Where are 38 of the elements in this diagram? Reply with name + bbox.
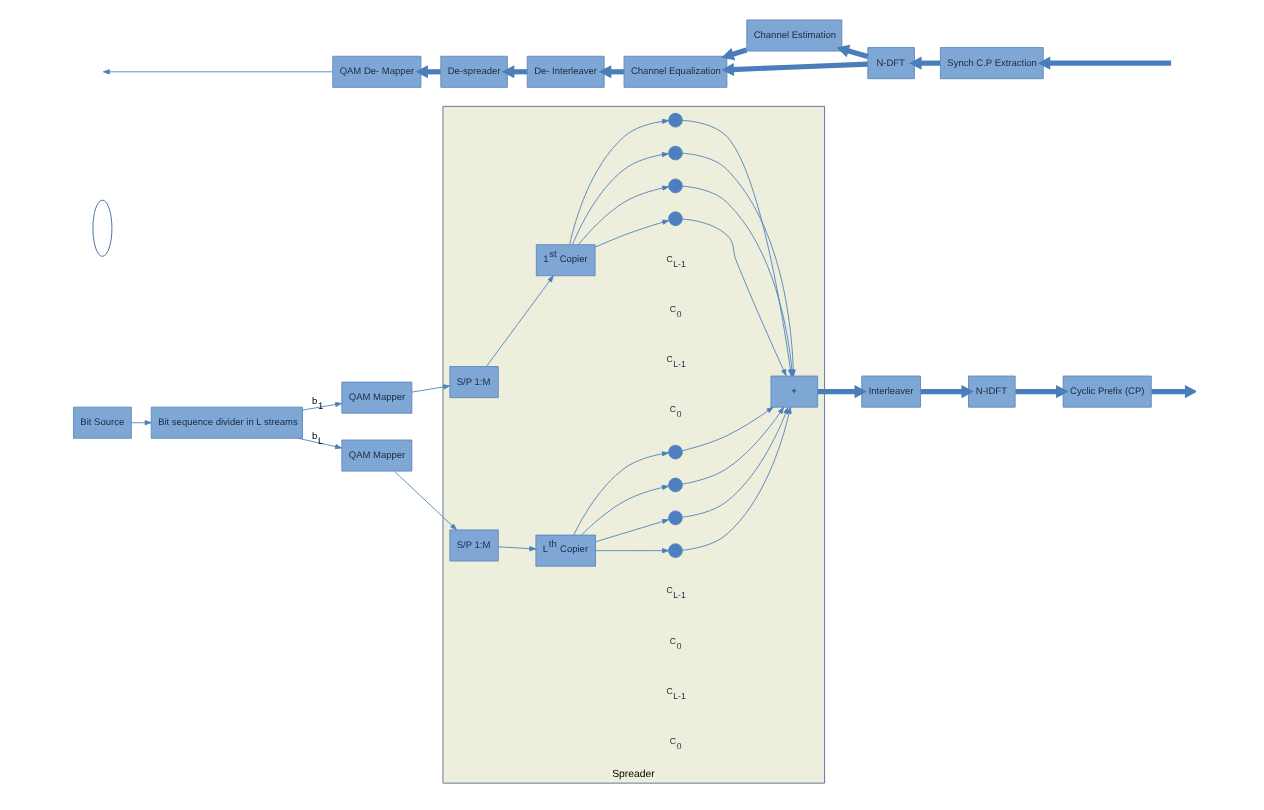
arrow bbox=[681, 407, 784, 485]
node-circle bbox=[667, 543, 682, 558]
arrow bbox=[296, 437, 341, 450]
arrow bbox=[681, 218, 786, 377]
arrow bbox=[908, 56, 940, 70]
arrow bbox=[496, 546, 536, 552]
arrow bbox=[130, 420, 151, 426]
arrow bbox=[410, 384, 450, 393]
arrow bbox=[594, 548, 668, 554]
arrow bbox=[681, 406, 773, 452]
arrow bbox=[392, 470, 456, 531]
arrow bbox=[720, 61, 867, 77]
arrow bbox=[1014, 385, 1068, 399]
arrow bbox=[680, 406, 791, 551]
arrow bbox=[1150, 385, 1195, 399]
node-circle bbox=[667, 145, 682, 161]
arrow bbox=[577, 185, 669, 246]
arrow bbox=[572, 451, 668, 536]
arrow bbox=[571, 152, 668, 245]
arrow bbox=[919, 385, 973, 399]
node-ellipse bbox=[91, 199, 112, 257]
node-circle bbox=[667, 112, 682, 128]
arrow bbox=[579, 484, 668, 536]
node-circle bbox=[667, 178, 682, 194]
node-circle bbox=[667, 211, 682, 227]
arrow bbox=[101, 69, 332, 75]
node-circle bbox=[667, 444, 682, 460]
node-circle bbox=[667, 510, 682, 526]
arrow bbox=[681, 407, 788, 518]
arrow bbox=[485, 275, 553, 367]
arrow bbox=[593, 219, 669, 248]
arrow bbox=[568, 118, 668, 245]
arrow bbox=[594, 518, 668, 543]
arrow bbox=[1036, 56, 1171, 70]
arrow bbox=[301, 401, 341, 411]
arrow bbox=[816, 385, 866, 399]
arrow bbox=[835, 44, 868, 60]
node-circle bbox=[667, 477, 682, 493]
